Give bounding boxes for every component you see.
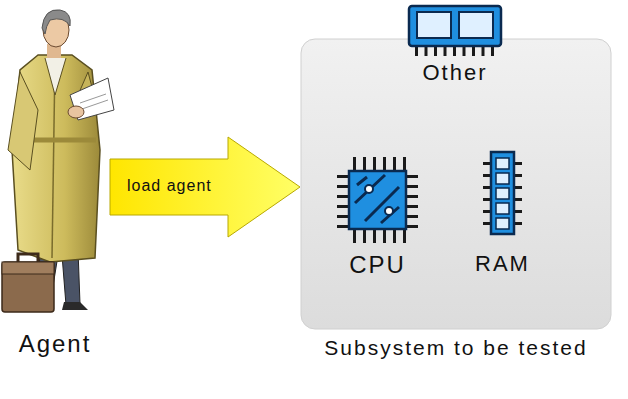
chip-label: Other: [405, 60, 505, 86]
chip-label: RAM: [465, 251, 540, 277]
agent-figure: [0, 0, 125, 330]
agent-node: Agent: [0, 0, 110, 375]
cpu-icon: [335, 155, 420, 245]
block-arrow: [110, 137, 300, 237]
chip-label: CPU: [335, 251, 420, 279]
cpu-chip: CPU: [335, 155, 420, 295]
agent-label: Agent: [0, 330, 110, 358]
arrow-label: load agent: [127, 177, 212, 195]
subsystem-label: Subsystem to be tested: [300, 336, 612, 360]
subsystem-box: Subsystem to be tested OtherCPU RAM: [300, 38, 612, 388]
other-chip: Other: [405, 2, 505, 94]
ram-chip: RAM: [465, 148, 540, 288]
chip-icon: [405, 2, 505, 60]
ram-icon: [465, 148, 540, 248]
